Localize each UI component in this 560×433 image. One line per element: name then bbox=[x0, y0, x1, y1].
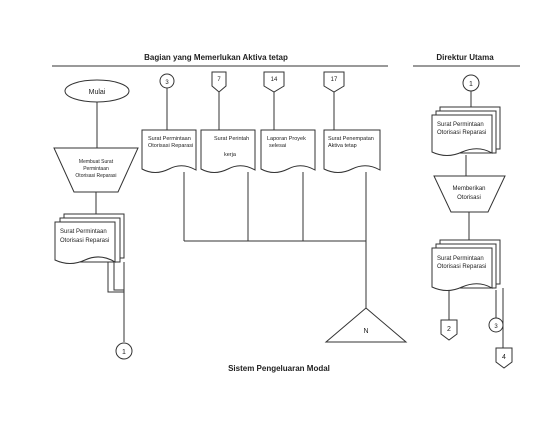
doc-label-line: Otorisasi Reparasi bbox=[437, 264, 486, 270]
offpage-connector-7 bbox=[211, 71, 227, 93]
connector-label: 3 bbox=[165, 80, 169, 86]
step-label-line: Otorisasi bbox=[457, 195, 481, 201]
doc-label-line: Otorisasi Reparasi bbox=[60, 238, 109, 244]
diagram-caption: Sistem Pengeluaran Modal bbox=[228, 364, 330, 373]
offpage-label: 4 bbox=[502, 354, 506, 361]
offpage-label: 2 bbox=[447, 326, 451, 333]
multi-document-request-director-in bbox=[431, 106, 501, 156]
doc-label-line: Aktiva tetap bbox=[328, 143, 357, 149]
connector-label: 1 bbox=[469, 81, 473, 88]
step-label-line: Permintaan bbox=[83, 166, 109, 172]
offpage-label: 14 bbox=[271, 77, 278, 83]
left-section-title: Bagian yang Memerlukan Aktiva tetap bbox=[144, 53, 288, 62]
flow-line bbox=[113, 262, 124, 291]
right-section-title: Direktur Utama bbox=[436, 53, 494, 62]
offpage-label: 17 bbox=[331, 77, 338, 83]
offpage-label: 7 bbox=[217, 77, 221, 83]
connector-label: 1 bbox=[122, 349, 126, 356]
step-label-line: Membuat Surat bbox=[79, 159, 114, 165]
doc-label-line: kerja bbox=[224, 152, 237, 158]
step-label-line: Memberikan bbox=[452, 186, 485, 192]
document-placement-letter bbox=[323, 129, 381, 173]
document-request-a bbox=[141, 129, 197, 173]
doc-label-line: Surat Penempatan bbox=[328, 136, 374, 142]
doc-label-line: Surat Permintaan bbox=[148, 136, 191, 142]
doc-label-line: Otorisasi Reparasi bbox=[148, 143, 193, 149]
doc-label-line: Surat Permintaan bbox=[60, 229, 107, 235]
doc-label-line: Surat Permintaan bbox=[437, 256, 484, 262]
start-label: Mulai bbox=[89, 89, 106, 96]
doc-label-line: Surat Perintah bbox=[214, 136, 249, 142]
doc-label-line: Otorisasi Reparasi bbox=[437, 130, 486, 136]
file-storage-triangle bbox=[324, 307, 408, 343]
multi-document-request-left bbox=[54, 213, 125, 264]
doc-label-line: selesai bbox=[269, 143, 286, 149]
multi-document-request-director-out bbox=[431, 239, 501, 291]
offpage-connector-17 bbox=[323, 71, 345, 93]
document-work-order bbox=[200, 129, 256, 173]
doc-label-line: Surat Permintaan bbox=[437, 122, 484, 128]
offpage-connector-14 bbox=[263, 71, 285, 93]
file-label: N bbox=[363, 328, 368, 335]
step-label-line: Otorisasi Reparasi bbox=[75, 173, 116, 179]
connector-1-out bbox=[115, 342, 133, 360]
connector-label: 3 bbox=[494, 324, 498, 330]
flow-line bbox=[107, 262, 124, 293]
offpage-connector-4 bbox=[495, 347, 513, 369]
doc-label-line: Laporan Proyek bbox=[267, 136, 306, 142]
manual-operation-give-authorization bbox=[433, 175, 506, 213]
offpage-connector-2 bbox=[440, 319, 458, 341]
manual-operation-create-request bbox=[53, 147, 139, 193]
document-project-report bbox=[260, 129, 316, 173]
